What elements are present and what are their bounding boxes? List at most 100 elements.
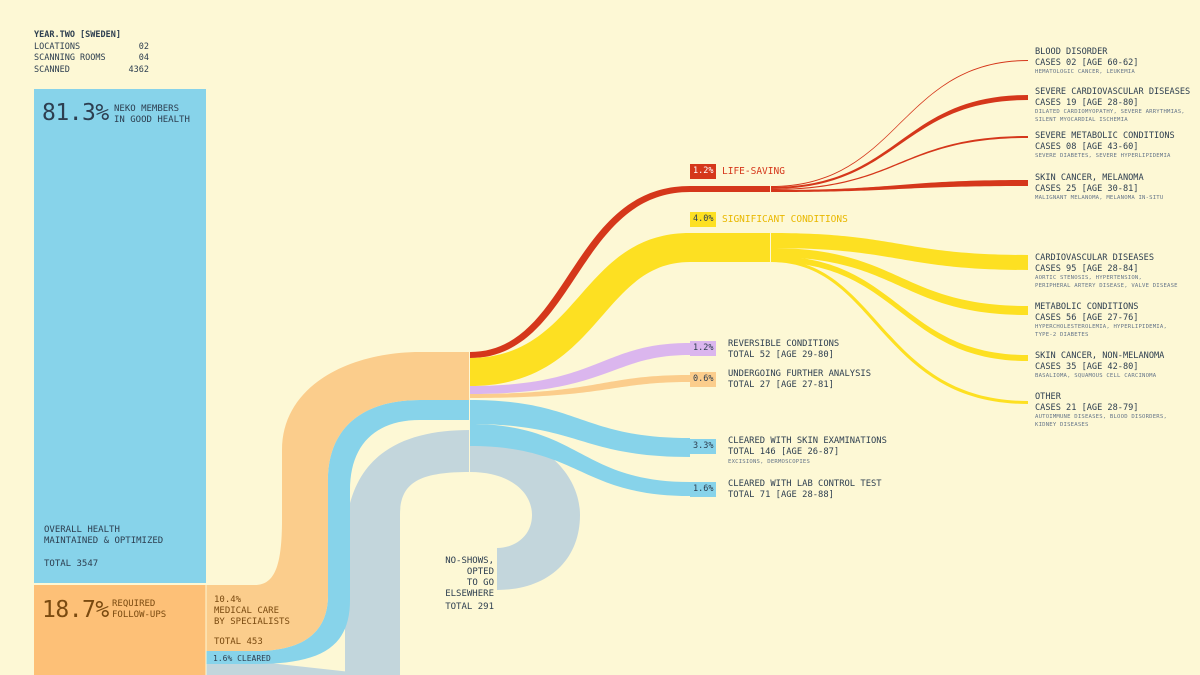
stats-row-locations: LOCATIONS 02 xyxy=(34,42,149,54)
further-line-1: UNDERGOING FURTHER ANALYSIS xyxy=(728,369,871,379)
significant-label: SIGNIFICANT CONDITIONS xyxy=(722,214,848,225)
cleared-small-label: 1.6% CLEARED xyxy=(213,654,271,663)
outcome-label: SKIN CANCER, MELANOMA CASES 25 [AGE 30-8… xyxy=(1035,173,1163,202)
reversible-badge: 1.2% xyxy=(690,341,717,356)
reversible-flow xyxy=(470,343,690,394)
specialists-total: TOTAL 453 xyxy=(214,637,263,647)
outcome-detail: AORTIC STENOSIS, HYPERTENSION, xyxy=(1035,275,1143,281)
outcome-label: CARDIOVASCULAR DISEASES CASES 95 [AGE 28… xyxy=(1035,253,1178,290)
specialists-label: 10.4% MEDICAL CARE BY SPECIALISTS xyxy=(214,595,290,628)
outcome-flow-severe-cardio xyxy=(771,95,1028,189)
good-health-label: NEKO MEMBERS IN GOOD HEALTH xyxy=(114,104,190,126)
outcome-title: METABOLIC CONDITIONS xyxy=(1035,302,1139,312)
specialists-pct: 10.4% xyxy=(214,595,242,605)
outcome-label: SEVERE METABOLIC CONDITIONS CASES 08 [AG… xyxy=(1035,131,1175,160)
stats-title: YEAR.TWO [SWEDEN] xyxy=(34,30,121,40)
outcome-label: OTHER CASES 21 [AGE 28-79] AUTOIMMUNE DI… xyxy=(1035,392,1167,429)
further-flow xyxy=(470,375,690,398)
outcome-label: BLOOD DISORDER CASES 02 [AGE 60-62] HEMA… xyxy=(1035,47,1138,76)
stats-value: 4362 xyxy=(128,64,149,75)
outcome-flow-blood xyxy=(771,60,1028,187)
good-health-total: TOTAL 3547 xyxy=(44,559,99,569)
good-health-label-2: IN GOOD HEALTH xyxy=(114,115,190,125)
cleared-flow xyxy=(206,400,470,664)
outcome-detail: HYPERCHOLESTEROLEMIA, HYPERLIPIDEMIA, xyxy=(1035,324,1168,330)
further-line-2: TOTAL 27 [AGE 27-81] xyxy=(728,380,834,390)
reversible-line-2: TOTAL 52 [AGE 29-80] xyxy=(728,350,834,360)
labtest-line-1: CLEARED WITH LAB CONTROL TEST xyxy=(728,479,882,489)
lifesaving-label: LIFE-SAVING xyxy=(722,166,785,177)
noshows-line-1: NO-SHOWS, OPTED xyxy=(445,556,494,577)
skinexam-detail: EXCISIONS, DERMOSCOPIES xyxy=(728,459,811,465)
outcome-label: SKIN CANCER, NON-MELANOMA CASES 35 [AGE … xyxy=(1035,351,1164,380)
reversible-label: REVERSIBLE CONDITIONS TOTAL 52 [AGE 29-8… xyxy=(728,339,839,361)
outcome-flow-nonmelanoma xyxy=(771,256,1028,361)
outcome-cases: CASES 95 [AGE 28-84] xyxy=(1035,263,1139,274)
good-health-bottom: OVERALL HEALTH MAINTAINED & OPTIMIZED xyxy=(44,525,163,547)
noshows-flow xyxy=(206,430,580,675)
skinexam-badge: 3.3% xyxy=(690,439,717,454)
good-health-pct: 81.3% xyxy=(42,100,109,126)
outcome-detail: SILENT MYOCARDIAL ISCHEMIA xyxy=(1035,117,1128,123)
outcome-flow-metabolic xyxy=(771,248,1028,315)
specialists-line-2: BY SPECIALISTS xyxy=(214,617,290,627)
outcome-label: METABOLIC CONDITIONS CASES 56 [AGE 27-76… xyxy=(1035,302,1167,339)
outcome-title: SKIN CANCER, NON-MELANOMA xyxy=(1035,351,1165,361)
stats-row-rooms: SCANNING ROOMS 04 xyxy=(34,53,149,65)
significant-badge: 4.0% xyxy=(690,212,717,227)
noshows-line-2: TO GO ELSEWHERE xyxy=(445,578,494,599)
lifesaving-badge: 1.2% xyxy=(690,164,717,179)
outcome-title: OTHER xyxy=(1035,392,1061,402)
further-badge: 0.6% xyxy=(690,372,717,387)
skinexam-line-1: CLEARED WITH SKIN EXAMINATIONS xyxy=(728,436,887,446)
labtest-badge: 1.6% xyxy=(690,482,717,497)
good-health-bottom-1: OVERALL HEALTH xyxy=(44,525,120,535)
noshows-label: NO-SHOWS, OPTED TO GO ELSEWHERE TOTAL 29… xyxy=(416,556,494,613)
stats-label: SCANNED xyxy=(34,64,70,75)
skinexam-line-2: TOTAL 146 [AGE 26-87] xyxy=(728,447,840,457)
followups-label-1: REQUIRED xyxy=(112,599,156,609)
labtest-label: CLEARED WITH LAB CONTROL TEST TOTAL 71 [… xyxy=(728,479,882,501)
outcome-title: BLOOD DISORDER xyxy=(1035,47,1108,57)
outcome-detail: TYPE-2 DIABETES xyxy=(1035,332,1089,338)
outcome-detail: BASALIOMA, SQUAMOUS CELL CARCINOMA xyxy=(1035,373,1157,379)
outcome-detail: AUTOIMMUNE DISEASES, BLOOD DISORDERS, xyxy=(1035,414,1168,420)
followups-label-2: FOLLOW-UPS xyxy=(112,610,167,620)
outcome-detail: DILATED CARDIOMYOPATHY, SEVERE ARRYTHMIA… xyxy=(1035,109,1185,115)
skinexam-flow xyxy=(470,400,690,457)
followups-label: REQUIRED FOLLOW-UPS xyxy=(112,599,166,621)
outcome-flow-cardio xyxy=(771,233,1028,270)
labtest-flow xyxy=(470,424,690,496)
specialists-flow xyxy=(206,352,470,651)
outcome-cases: CASES 19 [AGE 28-80] xyxy=(1035,97,1139,108)
outcome-cases: CASES 21 [AGE 28-79] xyxy=(1035,402,1139,413)
followups-bar xyxy=(34,585,206,675)
stats-row-scanned: SCANNED 4362 xyxy=(34,65,149,77)
outcome-detail: MALIGNANT MELANOMA, MELANOMA IN-SITU xyxy=(1035,195,1164,201)
outcome-title: SEVERE CARDIOVASCULAR DISEASES xyxy=(1035,87,1191,97)
outcome-cases: CASES 08 [AGE 43-60] xyxy=(1035,141,1139,152)
good-health-label-1: NEKO MEMBERS xyxy=(114,104,180,114)
stats-panel: YEAR.TWO [SWEDEN] LOCATIONS 02 SCANNING … xyxy=(34,30,149,76)
stats-value: 04 xyxy=(138,53,149,63)
stats-label: LOCATIONS xyxy=(34,41,81,52)
outcome-cases: CASES 56 [AGE 27-76] xyxy=(1035,312,1139,323)
outcome-detail: HEMATOLOGIC CANCER, LEUKEMIA xyxy=(1035,69,1135,75)
outcome-title: CARDIOVASCULAR DISEASES xyxy=(1035,253,1154,263)
outcome-detail: KIDNEY DISEASES xyxy=(1035,422,1089,428)
lifesaving-flow xyxy=(470,186,770,358)
followups-pct: 18.7% xyxy=(42,597,109,623)
stats-value: 02 xyxy=(138,41,149,52)
outcome-detail: PERIPHERAL ARTERY DISEASE, VALVE DISEASE xyxy=(1035,283,1178,289)
further-label: UNDERGOING FURTHER ANALYSIS TOTAL 27 [AG… xyxy=(728,369,871,391)
specialists-line-1: MEDICAL CARE xyxy=(214,606,280,616)
outcome-detail: SEVERE DIABETES, SEVERE HYPERLIPIDEMIA xyxy=(1035,153,1171,159)
outcome-label: SEVERE CARDIOVASCULAR DISEASES CASES 19 … xyxy=(1035,87,1190,124)
reversible-line-1: REVERSIBLE CONDITIONS xyxy=(728,339,840,349)
outcome-title: SEVERE METABOLIC CONDITIONS xyxy=(1035,131,1175,141)
outcome-cases: CASES 25 [AGE 30-81] xyxy=(1035,183,1139,194)
labtest-line-2: TOTAL 71 [AGE 28-88] xyxy=(728,490,834,500)
outcome-title: SKIN CANCER, MELANOMA xyxy=(1035,173,1144,183)
outcome-flow-severe-metabolic xyxy=(771,136,1028,190)
